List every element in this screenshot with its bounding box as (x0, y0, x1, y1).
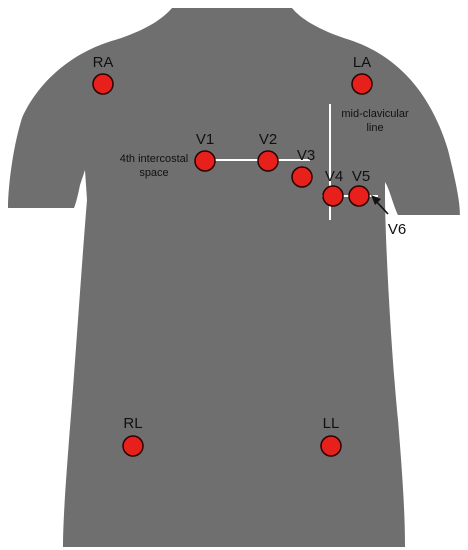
label-clavicular-line2: line (366, 122, 383, 134)
electrodes (92, 73, 373, 457)
electrode-v5 (348, 185, 370, 207)
label-v2: V2 (259, 131, 277, 148)
label-ll: LL (323, 415, 340, 432)
label-v4: V4 (325, 168, 343, 185)
electrode-ra (92, 73, 114, 95)
label-clavicular-line1: mid-clavicular (341, 108, 409, 120)
label-la: LA (353, 54, 371, 71)
label-v1: V1 (196, 131, 214, 148)
electrode-la (351, 73, 373, 95)
label-v5: V5 (352, 168, 370, 185)
electrode-rl (122, 435, 144, 457)
label-ra: RA (93, 54, 114, 71)
label-intercostal-line2: space (139, 167, 168, 179)
label-v6: V6 (388, 221, 406, 238)
electrode-ll (320, 435, 342, 457)
label-rl: RL (123, 415, 142, 432)
torso-silhouette (8, 8, 460, 547)
label-intercostal-line1: 4th intercostal (120, 153, 188, 165)
electrode-v4 (322, 185, 344, 207)
electrode-v1 (194, 150, 216, 172)
electrode-v3 (291, 166, 313, 188)
electrode-v2 (257, 150, 279, 172)
v6-arrow-head (371, 195, 381, 205)
label-v3: V3 (297, 147, 315, 164)
